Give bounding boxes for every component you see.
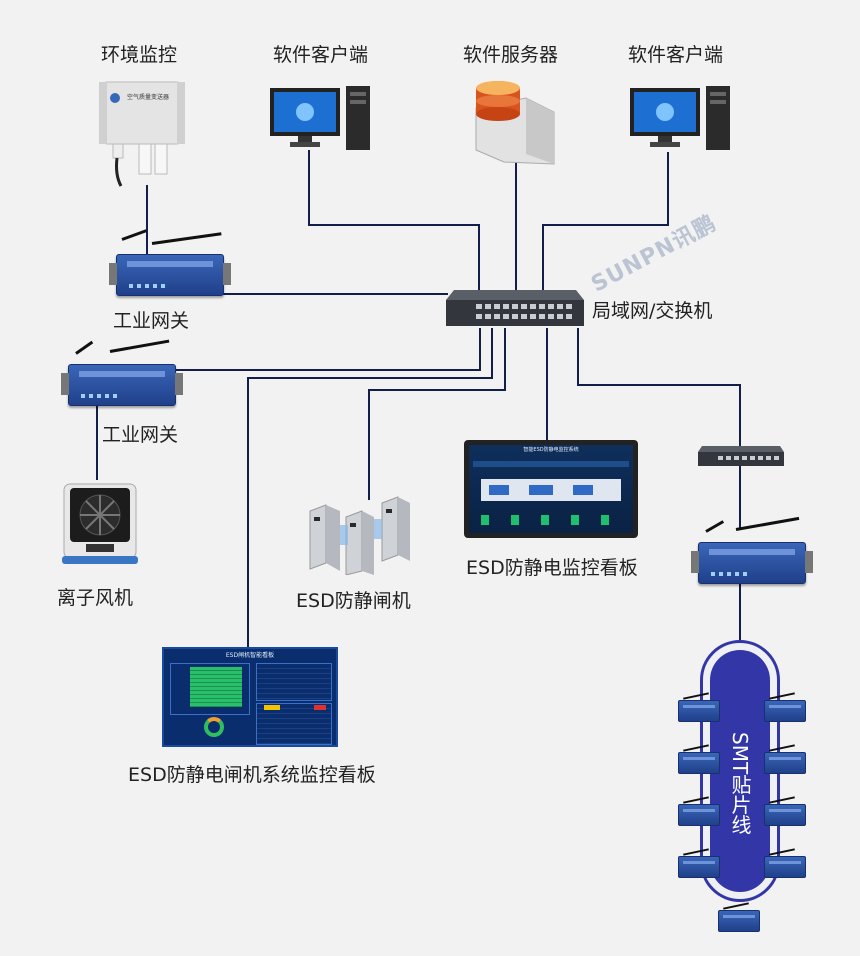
smt-gateway <box>678 848 720 878</box>
air-quality-sensor: 空气质量变送器 <box>99 80 185 188</box>
industrial-gateway-1 <box>109 229 231 302</box>
gateway-icon <box>61 364 183 406</box>
smt-gateway <box>764 796 806 826</box>
ion-fan-icon <box>62 483 138 564</box>
esd-board-label: ESD防静电监控看板 <box>466 557 638 579</box>
gateway-icon <box>109 254 231 296</box>
env-monitor-label: 环境监控 <box>101 44 178 66</box>
smt-gateway <box>678 744 720 774</box>
database-server-icon <box>475 81 555 165</box>
client-pc-left <box>270 86 372 152</box>
smt-gateway <box>764 692 806 722</box>
ion-fan-device <box>62 480 138 566</box>
link-gate-board <box>247 328 493 650</box>
gate-board-label: ESD防静电闸机系统监控看板 <box>128 764 376 786</box>
industrial-gateway-2 <box>61 339 183 412</box>
turnstile-gate-icon <box>309 496 410 576</box>
client-right-label: 软件客户端 <box>628 44 724 66</box>
esd-monitor-board: 智能ESD防静电监控系统 <box>464 440 638 538</box>
client-left-label: 软件客户端 <box>273 44 369 66</box>
link-small-switch <box>577 328 741 446</box>
lan-switch <box>446 288 584 328</box>
link-gateway2-switch <box>160 328 481 371</box>
network-switch-icon <box>446 290 584 326</box>
server-device <box>470 78 556 166</box>
esd-board-title: 智能ESD防静电监控系统 <box>523 447 579 453</box>
gateway-1-label: 工业网关 <box>113 310 190 332</box>
gateway-2-label: 工业网关 <box>102 424 179 446</box>
sensor-icon <box>99 81 185 187</box>
network-switch-icon <box>698 446 784 466</box>
smt-gateway <box>764 848 806 878</box>
esd-gate-device <box>306 495 410 576</box>
link-gate <box>368 328 506 500</box>
smt-line-label: SMT贴片线 <box>728 732 752 835</box>
link-client-left <box>308 150 480 292</box>
sensor-title: 空气质量变送器 <box>127 94 170 101</box>
desktop-pc-icon <box>630 86 730 150</box>
gate-board-title: ESD闸机智能看板 <box>225 652 275 659</box>
link-client-right <box>542 152 669 292</box>
client-pc-right <box>630 86 732 152</box>
switch-label: 局域网/交换机 <box>592 300 713 322</box>
desktop-pc-icon <box>270 86 370 150</box>
industrial-gateway-3 <box>691 516 813 588</box>
small-switch <box>698 446 784 468</box>
gate-label: ESD防静闸机 <box>296 590 411 612</box>
gate-monitor-board: ESD闸机智能看板 <box>162 647 338 747</box>
smt-gateway <box>718 902 760 932</box>
smt-gateway <box>678 692 720 722</box>
server-label: 软件服务器 <box>463 44 559 66</box>
smt-gateway <box>678 796 720 826</box>
gateway-icon <box>691 542 813 584</box>
ion-fan-label: 离子风机 <box>57 587 134 609</box>
smt-gateway <box>764 744 806 774</box>
